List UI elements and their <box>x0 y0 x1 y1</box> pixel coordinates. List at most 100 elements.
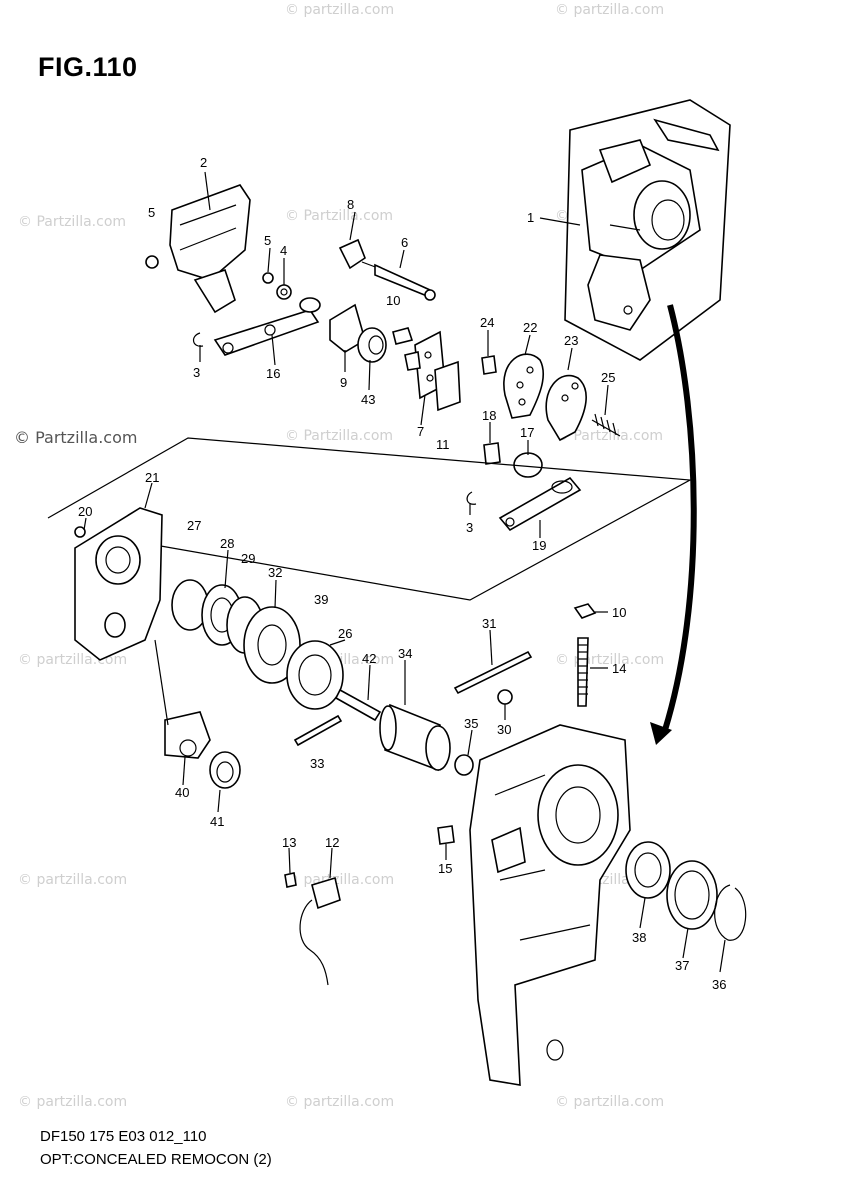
part-1-remote-handle-unit <box>564 99 731 361</box>
callout-3b: 3 <box>466 520 473 535</box>
callout-29: 29 <box>241 551 255 566</box>
part-38-seal <box>625 841 671 899</box>
watermark: © Partzilla.com <box>555 428 664 444</box>
figure-title: FIG.110 <box>38 52 138 82</box>
callout-28: 28 <box>220 536 234 551</box>
callout-3: 3 <box>193 365 200 380</box>
part-31-rod <box>453 650 533 695</box>
callout-31: 31 <box>482 616 496 631</box>
callout-38: 38 <box>632 930 646 945</box>
part-19-link-arm <box>498 476 582 532</box>
callout-32: 32 <box>268 565 282 580</box>
part-40-block <box>164 711 211 759</box>
part-41-bushing <box>209 751 241 789</box>
part-22-plate <box>503 353 545 419</box>
part-16-link-arm <box>213 297 321 356</box>
callout-8: 8 <box>347 197 354 212</box>
part-36-circlip <box>714 884 747 941</box>
part-26-washer <box>286 640 344 710</box>
part-21-cover-plate <box>74 507 163 661</box>
part-30-ball <box>497 689 513 705</box>
callout-4: 4 <box>280 243 287 258</box>
watermark: © Partzilla.com <box>14 428 138 447</box>
part-12-sensor <box>299 876 341 986</box>
callout-6: 6 <box>401 235 408 250</box>
callout-37: 37 <box>675 958 689 973</box>
part-24-bolt <box>481 355 497 375</box>
callout-20: 20 <box>78 504 92 519</box>
drawing-description: OPT:CONCEALED REMOCON (2) <box>40 1151 272 1168</box>
callout-5: 5 <box>148 205 155 220</box>
callout-26: 26 <box>338 626 352 641</box>
callout-16: 16 <box>266 366 280 381</box>
leader-lines <box>83 171 726 973</box>
watermark: © partzilla.com <box>18 1094 128 1110</box>
part-43-bushing <box>357 327 387 363</box>
part-34-drum <box>379 703 451 772</box>
callout-39: 39 <box>314 592 328 607</box>
part-23-plate <box>545 374 587 442</box>
callout-10b: 10 <box>612 605 626 620</box>
part-33-pin <box>293 714 343 747</box>
callout-15: 15 <box>438 861 452 876</box>
callout-14: 14 <box>612 661 626 676</box>
callout-42: 42 <box>362 651 376 666</box>
drawing-code: DF150 175 E03 012_110 <box>40 1128 207 1145</box>
callout-1: 1 <box>527 210 534 225</box>
callout-43: 43 <box>361 392 375 407</box>
callout-7: 7 <box>417 424 424 439</box>
part-3-clip <box>193 332 204 347</box>
part-8-cam-block <box>338 238 379 270</box>
callout-2: 2 <box>200 155 207 170</box>
assembly-outline <box>47 437 693 601</box>
part-25-spring <box>591 413 621 437</box>
part-15-bolt <box>437 825 455 845</box>
part-2-bracket <box>145 184 251 314</box>
part-35-bushing <box>454 754 474 776</box>
callout-18: 18 <box>482 408 496 423</box>
callout-13: 13 <box>282 835 296 850</box>
watermark: © partzilla.com <box>285 1094 395 1110</box>
main-housing <box>469 724 631 1086</box>
part-13-screw <box>284 872 297 888</box>
callout-10: 10 <box>386 293 400 308</box>
part-5-washer <box>262 272 274 284</box>
callout-21: 21 <box>145 470 159 485</box>
part-7-bracket <box>404 330 461 412</box>
part-18-bolt <box>483 442 501 465</box>
watermark: © partzilla.com <box>285 2 395 18</box>
callout-9: 9 <box>340 375 347 390</box>
watermark: © partzilla.com <box>18 872 128 888</box>
callout-19: 19 <box>532 538 546 553</box>
assembly-arrow <box>662 304 697 731</box>
callout-24: 24 <box>480 315 494 330</box>
callout-35: 35 <box>464 716 478 731</box>
callout-30: 30 <box>497 722 511 737</box>
watermark: © Partzilla.com <box>285 428 394 444</box>
part-4-washer <box>276 284 292 300</box>
watermark: © Partzilla.com <box>285 208 394 224</box>
callout-25: 25 <box>601 370 615 385</box>
part-9-plate <box>329 303 366 353</box>
callout-5b: 5 <box>264 233 271 248</box>
callout-labels: 2 5 8 6 5 4 10 3 16 9 43 7 11 24 22 23 2… <box>78 155 726 992</box>
callout-11: 11 <box>436 437 450 452</box>
watermark: © Partzilla.com <box>18 214 127 230</box>
callout-41: 41 <box>210 814 224 829</box>
watermark: © partzilla.com <box>285 872 395 888</box>
callout-22: 22 <box>523 320 537 335</box>
part-42-pin <box>334 688 382 722</box>
part-14-stud <box>577 637 589 707</box>
callout-34: 34 <box>398 646 412 661</box>
callout-17: 17 <box>520 425 534 440</box>
part-10-nut <box>573 603 597 619</box>
part-32-gear <box>243 606 301 684</box>
watermark: © partzilla.com <box>555 2 665 18</box>
part-37-washer <box>666 860 718 930</box>
part-6-shaft <box>374 263 436 301</box>
callout-23: 23 <box>564 333 578 348</box>
callout-27: 27 <box>187 518 201 533</box>
part-17-washer <box>513 452 543 478</box>
